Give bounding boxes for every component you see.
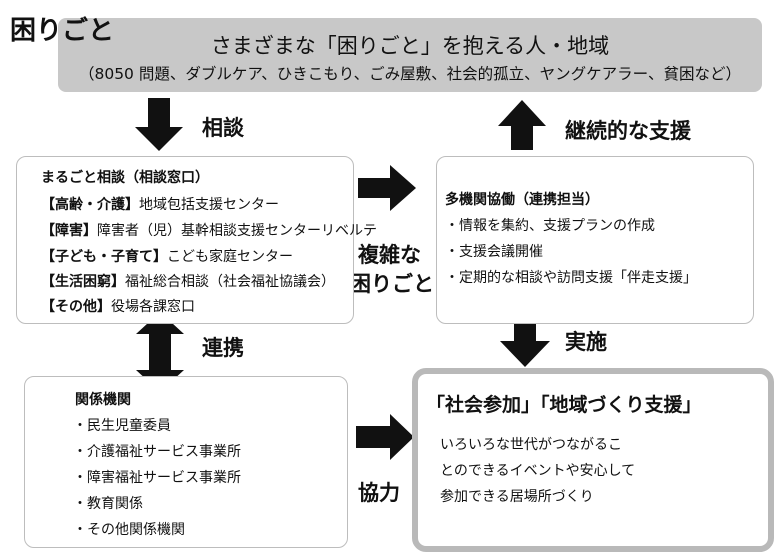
community-support-line: 参加できる居場所づくり <box>440 489 594 505</box>
arrow-double-cooperation <box>136 312 184 392</box>
consult-item-tag: 【高齢・介護】 <box>41 197 139 213</box>
related-agencies-title: 関係機関 <box>75 392 131 408</box>
community-support-box: 「社会参加」「地域づくり支援」 いろいろな世代がつながるこ とのできるイベントや… <box>412 368 774 552</box>
consult-item: 【生活困窮】福祉総合相談（社会福祉協議会） <box>41 271 335 291</box>
multi-agency-box: 多機関協働（連携担当） ・情報を集約、支援プランの作成 ・支援会議開催 ・定期的… <box>436 156 754 324</box>
consult-item: 【その他】役場各課窓口 <box>41 296 195 316</box>
related-agency-item: ・教育関係 <box>73 496 143 512</box>
consult-item: 【障害】障害者（児）基幹相談支援センターリベルテ <box>41 220 377 240</box>
consult-item-text: こども家庭センター <box>167 249 293 265</box>
consult-item-text: 地域包括支援センター <box>139 197 279 213</box>
community-support-line: いろいろな世代がつながるこ <box>440 437 622 453</box>
multi-agency-title: 多機関協働（連携担当） <box>445 192 599 208</box>
multi-agency-item: ・情報を集約、支援プランの作成 <box>445 218 655 234</box>
community-support-title: 「社会参加」「地域づくり支援」 <box>426 394 702 416</box>
related-agency-item: ・介護福祉サービス事業所 <box>73 444 241 460</box>
consult-item-text: 福祉総合相談（社会福祉協議会） <box>125 274 335 290</box>
consult-item: 【子ども・子育て】こども家庭センター <box>41 246 293 266</box>
consult-item-text: 障害者（児）基幹相談支援センターリベルテ <box>97 223 377 239</box>
consult-item-tag: 【その他】 <box>41 299 111 315</box>
label-continuous-support: 継続的な支援 <box>565 119 691 143</box>
related-agency-item: ・障害福祉サービス事業所 <box>73 470 241 486</box>
page-title: 困りごと <box>10 16 115 46</box>
arrow-right-complex <box>358 165 416 211</box>
related-agency-item: ・その他関係機関 <box>73 522 185 538</box>
label-complex-line1: 複雑な <box>358 243 421 267</box>
label-cooperation: 連携 <box>202 336 244 360</box>
community-support-line: とのできるイベントや安心して <box>440 463 636 479</box>
consult-item-tag: 【子ども・子育て】 <box>41 249 167 265</box>
consult-box: まるごと相談（相談窓口） 【高齢・介護】地域包括支援センター 【障害】障害者（児… <box>16 156 377 324</box>
banner-main-text: さまざまな「困りごと」を抱える人・地域 <box>210 34 610 58</box>
related-agencies-box: 関係機関 ・民生児童委員 ・介護福祉サービス事業所 ・障害福祉サービス事業所 ・… <box>24 376 348 548</box>
label-implementation: 実施 <box>565 330 607 354</box>
consult-box-title: まるごと相談（相談窓口） <box>41 170 209 186</box>
label-collaboration: 協力 <box>358 481 400 505</box>
consult-item-tag: 【障害】 <box>41 223 97 239</box>
arrow-down-implementation <box>500 314 550 367</box>
arrow-down-consult <box>135 98 183 151</box>
arrow-right-collaboration <box>356 414 414 460</box>
problems-banner: さまざまな「困りごと」を抱える人・地域 （8050 問題、ダブルケア、ひきこもり… <box>58 18 762 92</box>
consult-item-text: 役場各課窓口 <box>111 299 195 315</box>
consult-item: 【高齢・介護】地域包括支援センター <box>41 194 279 214</box>
label-complex-line2: 困りごと <box>350 272 434 296</box>
label-consult: 相談 <box>202 116 244 140</box>
arrow-up-continuous <box>498 100 546 150</box>
multi-agency-item: ・支援会議開催 <box>445 244 543 260</box>
consult-item-tag: 【生活困窮】 <box>41 274 125 290</box>
multi-agency-item: ・定期的な相談や訪問支援「伴走支援」 <box>445 270 697 286</box>
related-agency-item: ・民生児童委員 <box>73 418 171 434</box>
banner-sub-text: （8050 問題、ダブルケア、ひきこもり、ごみ屋敷、社会的孤立、ヤングケアラー、… <box>78 65 742 83</box>
